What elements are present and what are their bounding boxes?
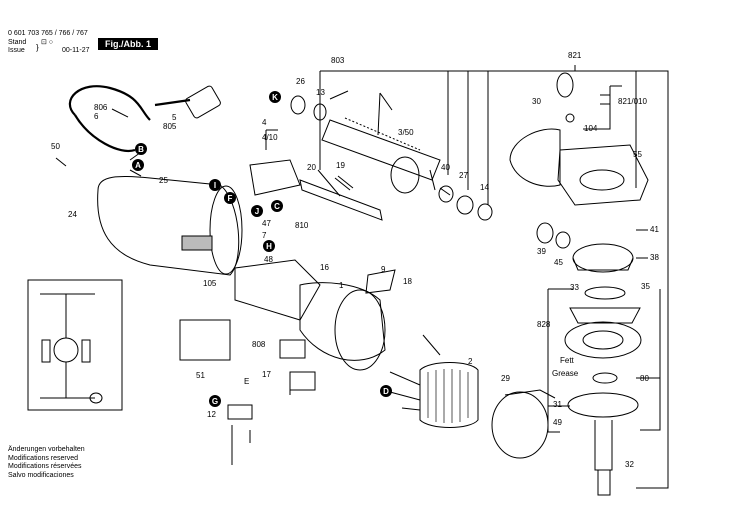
svg-text:I: I bbox=[214, 181, 216, 190]
part-number-label: 821 bbox=[568, 51, 582, 60]
part-number-label: 24 bbox=[68, 210, 77, 219]
part-number-label: 80 bbox=[640, 374, 649, 383]
brace-icon: } bbox=[36, 43, 39, 52]
callout-j-icon: J bbox=[251, 205, 263, 217]
part-number-label: 55 bbox=[633, 150, 642, 159]
part-number-label: 4/10 bbox=[262, 133, 278, 142]
part-number-label: 4 bbox=[262, 118, 267, 127]
part-number-label: 9 bbox=[381, 265, 386, 274]
part-number-label: 18 bbox=[403, 277, 412, 286]
notes-block: Änderungen vorbehalten Modifications res… bbox=[8, 446, 85, 480]
part-number-label: 32 bbox=[625, 460, 634, 469]
note-line: Modifications reserved bbox=[8, 454, 79, 462]
svg-text:C: C bbox=[274, 202, 280, 211]
part-number-label: 38 bbox=[650, 253, 659, 262]
svg-text:G: G bbox=[212, 397, 218, 406]
part-number-label: Grease bbox=[552, 369, 579, 378]
part-number-label: 105 bbox=[203, 279, 217, 288]
note-line: Änderungen vorbehalten bbox=[8, 446, 85, 453]
svg-text:K: K bbox=[272, 93, 278, 102]
callout-letters: K AB I F J C H G D bbox=[132, 91, 392, 407]
part-number-label: 26 bbox=[296, 77, 305, 86]
part-number-label: 20 bbox=[307, 163, 316, 172]
part-number-label: 13 bbox=[316, 88, 325, 97]
part-number-label: 30 bbox=[532, 97, 541, 106]
issue-label: Issue bbox=[8, 47, 25, 54]
part-number-label: 17 bbox=[262, 370, 271, 379]
part-number-label: 805 bbox=[163, 122, 177, 131]
part-number-label: 1 bbox=[339, 281, 344, 290]
part-number-label: Fett bbox=[560, 356, 575, 365]
figure-label: Fig./Abb. 1 bbox=[98, 38, 158, 50]
callout-b-icon: B bbox=[135, 143, 147, 155]
part-number-label: 41 bbox=[650, 225, 659, 234]
callout-c-icon: C bbox=[271, 200, 283, 212]
part-number-label: 39 bbox=[537, 247, 546, 256]
part-number-label: 14 bbox=[480, 183, 489, 192]
callout-f-icon: F bbox=[224, 192, 236, 204]
issue-date: 00-11-27 bbox=[62, 47, 90, 54]
part-number-label: 47 bbox=[262, 219, 271, 228]
callout-h-icon: H bbox=[263, 240, 275, 252]
part-number-label: 25 bbox=[159, 176, 168, 185]
part-number-label: 810 bbox=[295, 221, 309, 230]
callout-k-icon: K bbox=[269, 91, 281, 103]
svg-text:H: H bbox=[266, 242, 272, 251]
part-number-label: 29 bbox=[501, 374, 510, 383]
stand-label: Stand bbox=[8, 39, 27, 46]
part-number-label: 2 bbox=[468, 357, 473, 366]
part-number-label: 104 bbox=[584, 124, 598, 133]
frame-right bbox=[320, 70, 669, 489]
part-number-label: 49 bbox=[553, 418, 562, 427]
part-number-label: 40 bbox=[441, 163, 450, 172]
part-number-label: 806 bbox=[94, 103, 108, 112]
part-number-label: 31 bbox=[553, 400, 562, 409]
part-number-label: 828 bbox=[537, 320, 551, 329]
stand-symbol-icon: ⊡ ○ bbox=[41, 39, 54, 46]
svg-text:A: A bbox=[135, 161, 141, 170]
callout-d-icon: D bbox=[380, 385, 392, 397]
note-line: Modifications réservées bbox=[8, 463, 82, 471]
callout-a-icon: A bbox=[132, 159, 144, 171]
part-number-label: 821/010 bbox=[618, 97, 647, 106]
doc-number: 0 601 703 765 / 766 / 767 bbox=[8, 30, 88, 37]
part-number-label: 7 bbox=[262, 231, 267, 240]
part-number-label: 27 bbox=[459, 171, 468, 180]
part-number-label: 50 bbox=[51, 142, 60, 151]
part-number-label: 12 bbox=[207, 410, 216, 419]
svg-text:F: F bbox=[228, 194, 233, 203]
callout-g-icon: G bbox=[209, 395, 221, 407]
part-number-label: 803 bbox=[331, 56, 345, 65]
svg-text:B: B bbox=[138, 145, 144, 154]
part-number-label: 3/50 bbox=[398, 128, 414, 137]
part-number-label: 5 bbox=[172, 113, 177, 122]
part-number-label: 808 bbox=[252, 340, 266, 349]
part-number-label: E bbox=[244, 377, 249, 386]
svg-text:J: J bbox=[255, 207, 259, 216]
part-number-label: 16 bbox=[320, 263, 329, 272]
part-number-label: 35 bbox=[641, 282, 650, 291]
part-number-label: 51 bbox=[196, 371, 205, 380]
part-number-label: 6 bbox=[94, 112, 99, 121]
part-number-label: 48 bbox=[264, 255, 273, 264]
callout-i-icon: I bbox=[209, 179, 221, 191]
part-number-label: 33 bbox=[570, 283, 579, 292]
part-number-label: 45 bbox=[554, 258, 563, 267]
svg-text:D: D bbox=[383, 387, 389, 396]
note-line: Salvo modificaciones bbox=[8, 471, 74, 479]
part-number-label: 19 bbox=[336, 161, 345, 170]
